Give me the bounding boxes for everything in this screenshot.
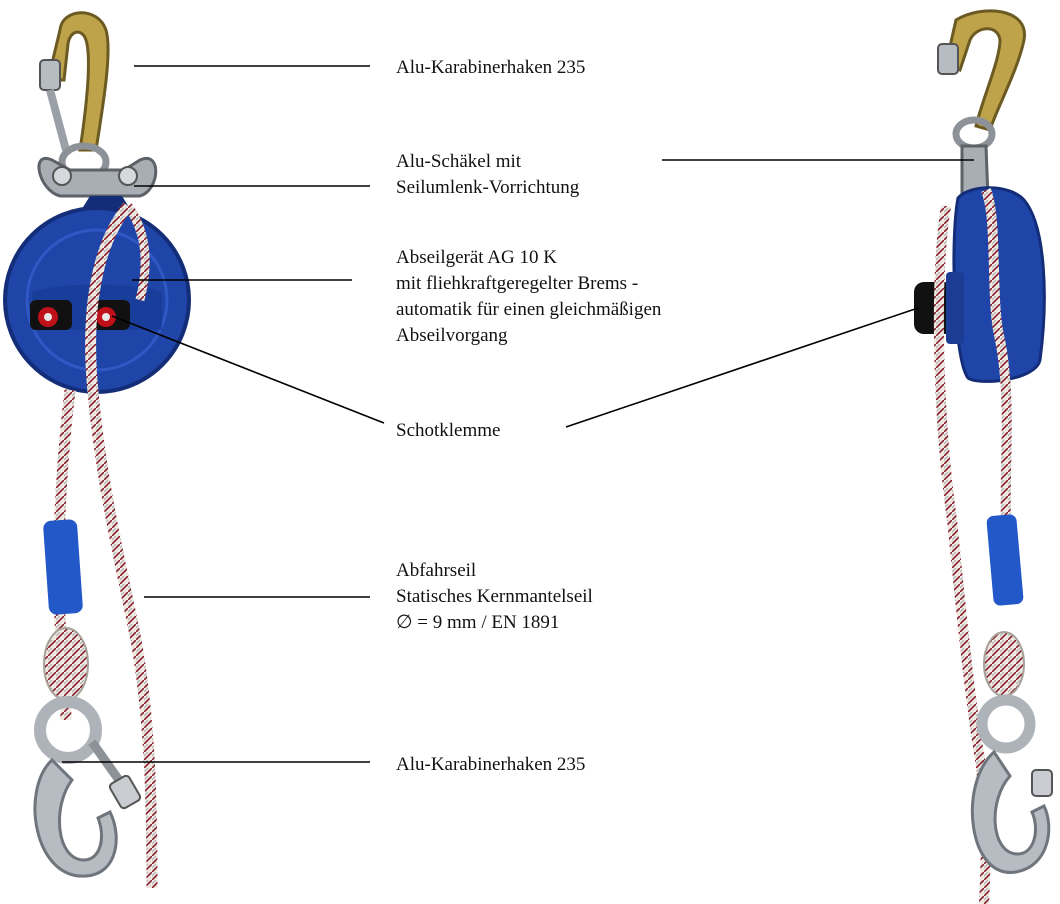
label-cleat-line: Schotklemme (396, 418, 500, 444)
side-bottom-hook-icon (972, 700, 1052, 872)
side-top-hook-icon (938, 11, 1025, 148)
label-device-line-4: Abseilvorgang (396, 323, 661, 349)
label-device-line-1: Abseilgerät AG 10 K (396, 245, 661, 271)
label-shackle-line-1: Alu-Schäkel mit (396, 149, 579, 175)
shackle-icon (39, 158, 156, 196)
label-cleat: Schotklemme (396, 418, 500, 444)
label-device-line-3: automatik für einen gleichmäßigen (396, 297, 661, 323)
label-rope-line-1: Abfahrseil (396, 558, 593, 584)
label-shackle-line-2: Seilumlenk-Vorrichtung (396, 175, 579, 201)
label-device-line-2: mit fliehkraftgeregelter Brems - (396, 271, 661, 297)
top-hook-icon (40, 13, 108, 178)
front-view (5, 13, 189, 888)
label-bottom-hook-line: Alu-Karabinerhaken 235 (396, 752, 585, 778)
label-shackle: Alu-Schäkel mit Seilumlenk-Vorrichtung (396, 149, 579, 201)
label-rope: Abfahrseil Statisches Kernmantelseil ∅ =… (396, 558, 593, 636)
label-rope-line-3: ∅ = 9 mm / EN 1891 (396, 610, 593, 636)
label-device: Abseilgerät AG 10 K mit fliehkraftgerege… (396, 245, 661, 349)
label-rope-line-2: Statisches Kernmantelseil (396, 584, 593, 610)
label-top-hook: Alu-Karabinerhaken 235 (396, 55, 585, 81)
bottom-hook-icon (35, 702, 142, 876)
label-top-hook-line: Alu-Karabinerhaken 235 (396, 55, 585, 81)
label-bottom-hook: Alu-Karabinerhaken 235 (396, 752, 585, 778)
side-view (914, 11, 1052, 904)
side-descender-device-icon (914, 188, 1044, 382)
